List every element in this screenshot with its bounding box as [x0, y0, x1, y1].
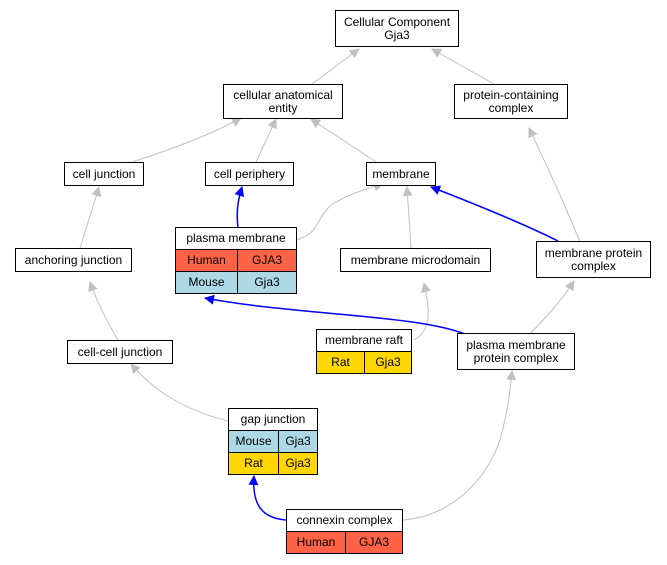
node-anchoring-junction[interactable]: anchoring junction: [15, 248, 132, 272]
species-cell: Rat: [229, 453, 279, 474]
species-row-rat: Rat Gja3: [317, 352, 411, 373]
species-row-human: Human GJA3: [176, 250, 296, 271]
edge-pcc-to-cc: [431, 48, 495, 85]
edge-mpc-to-pcc: [528, 127, 581, 243]
species-row-mouse: Mouse Gja3: [229, 431, 317, 452]
node-label: plasma membrane: [176, 228, 296, 250]
edge-ccj-to-anchoring: [88, 281, 119, 341]
node-cellular-anatomical-entity[interactable]: cellular anatomical entity: [223, 84, 343, 119]
species-cell: Rat: [317, 352, 365, 373]
species-cell: Human: [287, 532, 346, 553]
node-label: cell junction: [72, 166, 136, 181]
edge-connexin-to-pmpc: [402, 370, 517, 521]
edge-pmpc-to-pm: [204, 294, 471, 337]
gene-cell: Gja3: [285, 456, 311, 470]
gene-cell: GJA3: [251, 253, 282, 267]
edge-microdomain-to-membrane: [402, 186, 413, 249]
edge-anchoring-to-celljunction: [79, 186, 102, 249]
edge-pm-to-cellperiphery: [234, 186, 245, 228]
gene-cell: Gja3: [285, 434, 311, 448]
node-plasma-membrane-protein-complex[interactable]: plasma membrane protein complex: [457, 333, 575, 370]
species-cell: Mouse: [176, 272, 238, 293]
edge-cellperiphery-to-cae: [255, 118, 277, 163]
node-membrane-raft[interactable]: membrane raft Rat Gja3: [316, 329, 412, 374]
species-row-rat: Rat Gja3: [229, 452, 317, 474]
node-membrane-microdomain[interactable]: membrane microdomain: [340, 248, 491, 272]
node-label: cell-cell junction: [77, 344, 163, 359]
node-plasma-membrane[interactable]: plasma membrane Human GJA3 Mouse Gja3: [175, 227, 297, 294]
node-membrane-protein-complex[interactable]: membrane protein complex: [536, 241, 651, 278]
node-label: membrane raft: [317, 330, 411, 352]
edge-celljunction-to-cae: [131, 117, 242, 163]
node-label-line1: membrane protein: [544, 245, 643, 260]
gene-cell: GJA3: [358, 535, 389, 549]
node-label-line1: cellular anatomical: [233, 87, 333, 102]
node-membrane[interactable]: membrane: [366, 162, 436, 186]
node-label-line1: Cellular Component: [343, 14, 451, 29]
gene-cell: Gja3: [254, 275, 280, 289]
node-cell-cell-junction[interactable]: cell-cell junction: [67, 340, 173, 364]
node-connexin-complex[interactable]: connexin complex Human GJA3: [286, 509, 403, 554]
edge-raft-to-microdomain: [413, 282, 431, 341]
node-cell-periphery[interactable]: cell periphery: [205, 162, 294, 186]
edge-pmpc-to-mpc: [529, 280, 575, 335]
edge-cae-to-cc: [311, 48, 360, 85]
node-label-line2: protein complex: [473, 350, 559, 365]
species-cell: Mouse: [229, 431, 279, 452]
edge-membrane-to-cae: [310, 118, 377, 163]
node-cellular-component[interactable]: Cellular Component Gja3: [335, 10, 459, 47]
node-label-line2: Gja3: [384, 27, 410, 42]
edge-mpc-to-membrane: [430, 185, 559, 242]
node-label: cell periphery: [213, 166, 286, 181]
node-label-line2: entity: [268, 100, 298, 115]
edge-connexin-to-gap: [248, 475, 287, 521]
species-row-human: Human GJA3: [287, 532, 402, 553]
species-cell: Human: [176, 250, 238, 271]
species-row-mouse: Mouse Gja3: [176, 271, 296, 293]
node-label: gap junction: [229, 409, 317, 431]
node-gap-junction[interactable]: gap junction Mouse Gja3 Rat Gja3: [228, 408, 318, 475]
node-label-line2: complex: [488, 100, 534, 115]
edge-gap-to-ccj: [130, 363, 229, 422]
node-label: membrane microdomain: [350, 252, 481, 267]
node-label-line1: plasma membrane: [466, 337, 566, 352]
node-label-line2: complex: [571, 258, 616, 273]
node-label-line1: protein-containing: [463, 87, 559, 102]
gene-cell: Gja3: [375, 355, 401, 369]
node-label: anchoring junction: [24, 252, 123, 267]
node-cell-junction[interactable]: cell junction: [64, 162, 144, 186]
edge-pm-to-membrane: [296, 181, 384, 241]
node-label: membrane: [372, 166, 430, 181]
node-label: connexin complex: [287, 510, 402, 532]
node-protein-containing-complex[interactable]: protein-containing complex: [454, 84, 568, 119]
